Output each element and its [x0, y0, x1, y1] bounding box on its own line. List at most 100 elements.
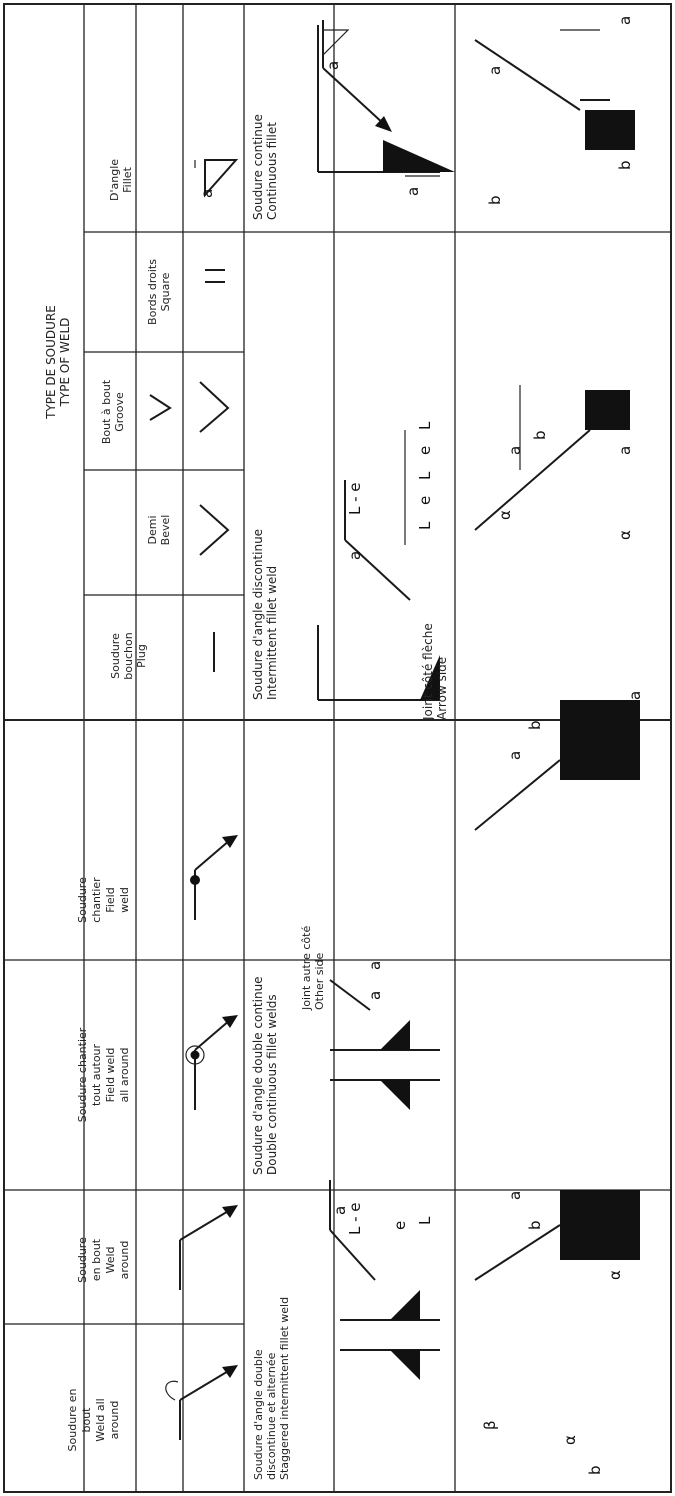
type-of-weld-title: TYPE DE SOUDURE TYPE OF WELD [44, 305, 72, 420]
type-of-weld-en: TYPE OF WELD [58, 318, 72, 408]
double-fr: Soudure d'angle double continue [251, 976, 265, 1175]
detail-3-b: b [526, 720, 544, 730]
all-around-circle-icon [185, 1045, 205, 1065]
fillet-symbol-a: a [198, 189, 216, 198]
bevel-symbol [199, 504, 230, 556]
staggered-e: e [391, 1221, 409, 1230]
field-weld-symbol [190, 835, 238, 920]
continuous-title: Soudure continue Continuous fillet [251, 114, 279, 220]
continuous-leader [322, 67, 386, 126]
detail-4-weld-icon [560, 1190, 640, 1260]
double-en: Double continuous fillet welds [265, 994, 279, 1175]
double-fillet-2-icon [380, 1080, 410, 1110]
outer-frame [3, 3, 672, 1493]
intermittent-en: Intermittent fillet weld [265, 566, 279, 700]
staggered-fillet-1-icon [390, 1290, 420, 1320]
detail-4-a2: a [626, 1191, 644, 1200]
detail-4-b: b [526, 1220, 544, 1230]
square-symbol [205, 269, 225, 283]
field-all-arrowhead-icon [222, 1015, 238, 1028]
detail-1-b: b [486, 195, 504, 205]
field-all-dot-icon [190, 1050, 200, 1060]
field-weld-arrow [194, 839, 231, 871]
weld-all-label: Soudure en bout Weld all around [66, 1389, 121, 1452]
staggered-drawing: a L - e e L [329, 1180, 440, 1380]
weld-all-hook-icon [165, 1380, 179, 1401]
staggered-en: Staggered intermittent fillet weld [278, 1297, 291, 1480]
plug-en: bouchon [122, 632, 135, 679]
detail-square: a b α a β α b [474, 1190, 644, 1475]
type-of-weld-fr: TYPE DE SOUDURE [44, 305, 58, 420]
peripheral-arrow [179, 1209, 231, 1241]
peripheral-en: Weld [104, 1246, 117, 1273]
staggered-fr: Soudure d'angle double [252, 1349, 265, 1480]
butt-weld-label: Bout à bout Groove [100, 379, 126, 444]
detail-continuous: a b b a [474, 16, 635, 205]
v-groove-small-icon [149, 394, 172, 421]
bevel-icon [199, 504, 230, 556]
double-fillet-1-icon [380, 1020, 410, 1050]
double-a-1: a [366, 991, 384, 1000]
detail-1-weld-icon [585, 110, 635, 150]
detail-4-beta: β [481, 1420, 499, 1430]
butt-en: Groove [113, 392, 126, 432]
intermittent-drawing: a L - e L e L e L [317, 421, 440, 701]
square-label: Bords droits Square [146, 259, 172, 325]
field-weld-label: Soudure chantier Field weld [76, 877, 131, 923]
field-all-arrow [194, 1019, 231, 1051]
detail-2-leader [474, 429, 591, 531]
arrow-side-caption: Joint côté flèche Arrow side [421, 623, 449, 721]
detail-3-leader [474, 759, 561, 831]
staggered-a: a [331, 1206, 349, 1215]
fillet-symbol: a [194, 159, 239, 198]
bevel-label: Demi Bevel [146, 515, 172, 546]
v-groove-symbol [149, 381, 230, 433]
field-all-fr: Soudure chantier [76, 1027, 89, 1122]
continuous-arrowhead-icon [375, 116, 392, 132]
detail-1-a: a [486, 66, 504, 75]
intermittent-L3: L [416, 421, 434, 430]
detail-2-a: a [506, 446, 524, 455]
arrow-side-fr: Joint côté flèche [421, 623, 435, 721]
field-all-fr2: tout autour [90, 1043, 103, 1106]
weld-all-en: Weld all [94, 1398, 107, 1441]
intermittent-L-e: L - e [346, 482, 364, 515]
double-leader [329, 979, 371, 1011]
square-fr: Bords droits [146, 259, 159, 325]
intermittent-L1: L [416, 521, 434, 530]
plug-fr: Soudure [109, 633, 122, 679]
continuous-en: Continuous fillet [265, 122, 279, 220]
detail-1-leader [474, 39, 581, 111]
detail-4-leader [474, 1224, 561, 1281]
staggered-fr2: discontinue et alternée [265, 1352, 278, 1480]
intermittent-leader [344, 539, 411, 601]
bevel-fr: Demi [146, 515, 159, 544]
fillet-triangle-icon [204, 159, 239, 198]
detail-3-a2: a [626, 691, 644, 700]
peripheral-label: Soudure en bout Weld around [76, 1237, 131, 1283]
other-side-fr: Joint autre côté [300, 926, 313, 1011]
field-weld-arrowhead-icon [222, 835, 238, 848]
staggered-title: Soudure d'angle double discontinue et al… [252, 1297, 291, 1480]
other-side-en: Other side [313, 953, 326, 1010]
field-all-symbol [185, 1015, 238, 1110]
intermittent-a: a [346, 551, 364, 560]
staggered-leader [329, 1229, 376, 1281]
weld-all-fr: Soudure en [66, 1389, 79, 1452]
plug-label: Soudure bouchon Plug [109, 632, 148, 679]
staggered-fillet-2-icon [390, 1350, 420, 1380]
peripheral-symbol [179, 1205, 238, 1290]
staggered-L-e: L - e [346, 1202, 364, 1235]
field-all-en: Field weld [104, 1048, 117, 1103]
detail-3-alpha: α [606, 770, 624, 780]
detail-4-alpha2: α [561, 1435, 579, 1445]
continuous-dim-a: a [404, 187, 422, 196]
weld-all-en2: around [108, 1401, 121, 1440]
square-en: Square [159, 272, 172, 311]
double-drawing: a a [329, 961, 440, 1110]
plug-en2: Plug [135, 644, 148, 668]
intermittent-e2: e [416, 446, 434, 455]
intermittent-fillet-icon [420, 655, 440, 700]
